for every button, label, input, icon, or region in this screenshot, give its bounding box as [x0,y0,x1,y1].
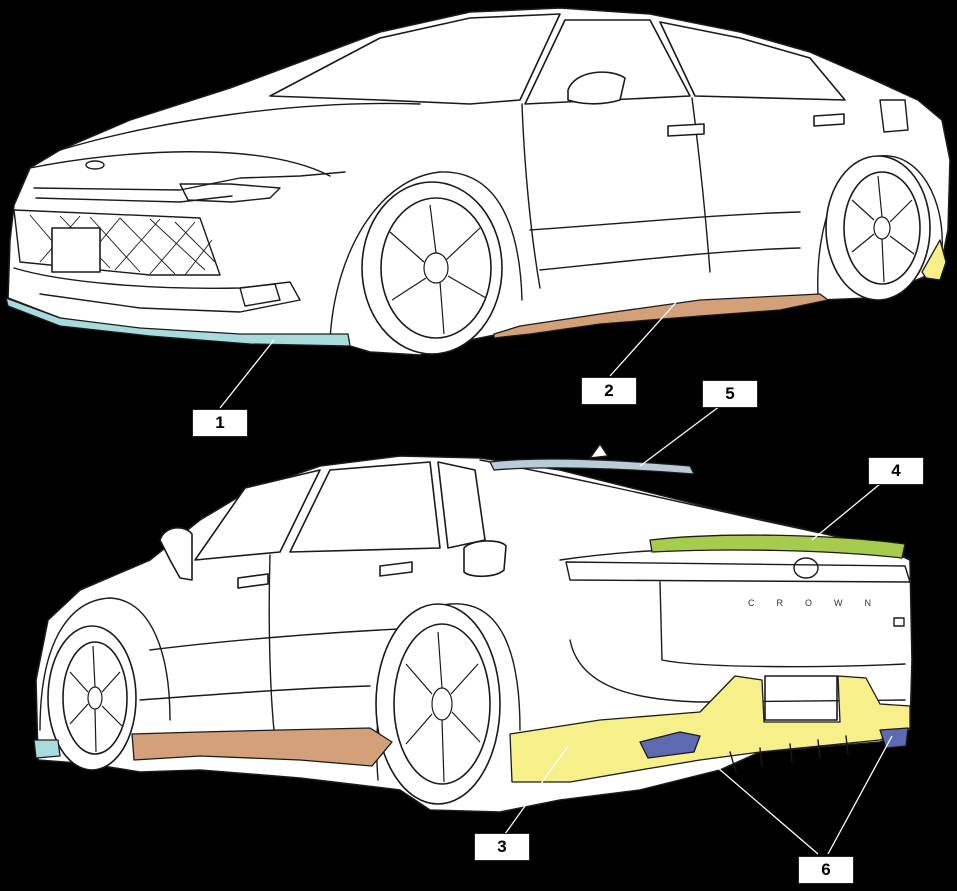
leader-4 [811,483,881,541]
side-mirror-rear-view [159,527,193,581]
leader-6b [827,735,893,855]
rear-view-rear-spokes [405,631,481,783]
rear-license-plate [764,675,838,721]
fog-light [239,283,281,307]
rear-side-window [659,21,846,101]
rear-door-handle [813,113,845,127]
front-door-handle-rear-view [379,561,413,577]
rear-view-front-rim [62,641,128,755]
roof-spoiler [489,458,695,475]
front-light-bar-lower [35,195,233,203]
car-rear-view: CROWN [33,443,913,813]
car-front-view [5,7,951,356]
callout-4: 4 [868,457,924,485]
rear-left-rim [843,171,921,285]
rear-door-window [194,469,321,561]
callout-2: 2 [581,377,637,405]
hood-crease [59,102,421,151]
fuel-lid [879,99,909,133]
rear-diffuser [509,675,911,783]
callout-6: 6 [798,856,854,884]
leader-3 [504,745,569,835]
rear-door-handle-rear-view [237,573,269,589]
rear-bumper-line [569,639,906,703]
diffuser-fins [729,735,849,773]
side-lower-line [529,211,801,231]
rear-left-spokes [851,175,915,283]
rear-door-line [268,554,275,731]
rear-badge [893,617,905,627]
door-line-front [521,103,541,289]
front-left-rim [380,197,492,339]
front-bumper-line [13,267,301,313]
leader-2 [609,297,681,377]
rear-view-front-spokes [69,645,123,753]
leader-6a [717,767,819,855]
rear-light-bar [565,561,911,583]
front-light-bar [33,171,346,191]
side-skirt-rear-view [131,727,393,767]
front-door-handle [667,123,705,137]
rear-emblem [793,557,819,579]
shark-fin-antenna [589,443,609,459]
trunk-spoiler [649,534,906,559]
front-wheel-arch [329,171,523,341]
callout-3: 3 [474,833,530,861]
leader-lines [219,297,893,855]
leader-5 [639,405,721,467]
front-lip-spoiler [5,297,351,347]
callout-5: 5 [702,380,758,408]
front-side-window [524,19,691,105]
side-skirt-front-view [493,293,829,339]
rear-view-front-wheel-arch [39,597,171,731]
leader-1 [219,339,275,409]
exhaust-finisher-left [639,731,701,759]
callout-1: 1 [192,409,248,437]
trunk-lid-outline [659,581,906,668]
front-windshield [269,13,561,105]
side-character-line [539,247,801,271]
front-emblem [85,160,105,170]
front-lip-rear-view [33,739,61,759]
fuel-lid-rear-view [463,540,507,578]
exhaust-finisher-right [879,727,909,749]
front-left-spokes [389,204,487,335]
hood-line [29,151,331,177]
rear-side-upper-line [149,627,421,651]
side-mirror [567,71,626,105]
rear-view-rear-rim [393,623,491,785]
front-license-plate [51,227,101,273]
rear-emblem-text: CROWN [748,598,893,608]
headlight [179,183,281,203]
front-door-window-rear-view [289,461,441,553]
rear-bumper-corner-front-view [921,239,947,281]
